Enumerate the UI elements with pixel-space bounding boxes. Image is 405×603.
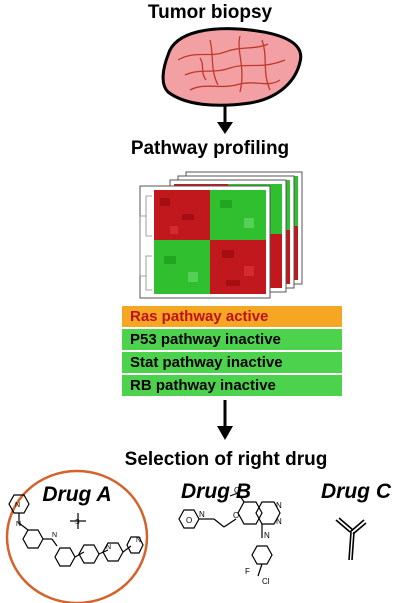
svg-text:N: N [106, 544, 111, 551]
step-title-profiling: Pathway profiling [130, 138, 290, 159]
drug-b-structure-icon [178, 492, 281, 577]
svg-text:O: O [186, 516, 192, 525]
step-title-selection: Selection of right drug [124, 449, 328, 470]
pathway-row: Ras pathway active [122, 306, 342, 329]
arrow-down-icon [217, 104, 233, 134]
svg-text:O: O [234, 486, 240, 495]
drug-c-label: Drug C [321, 480, 391, 503]
svg-text:S: S [75, 519, 80, 526]
pathway-row: RB pathway inactive [122, 375, 342, 398]
pathway-row: P53 pathway inactive [122, 329, 342, 352]
svg-text:N: N [264, 531, 270, 540]
svg-text:N: N [199, 510, 205, 519]
svg-text:N: N [16, 521, 21, 528]
svg-text:F: F [245, 567, 250, 576]
svg-text:Cl: Cl [262, 577, 270, 586]
pathway-status-table: Ras pathway active P53 pathway inactive … [120, 304, 344, 400]
heatmap-stack [139, 171, 303, 299]
svg-text:N: N [52, 532, 57, 539]
drug-b-atom-labels: O N O O N N N F Cl [186, 486, 282, 586]
svg-text:N: N [276, 501, 282, 510]
drug-b-label: Drug B [181, 480, 251, 503]
pathway-row: Stat pathway inactive [122, 352, 342, 375]
arrow-down-icon [217, 400, 233, 440]
step-title-biopsy: Tumor biopsy [147, 2, 273, 23]
svg-text:N: N [136, 537, 141, 544]
svg-text:N: N [276, 517, 282, 526]
drug-a-label: Drug A [42, 483, 112, 506]
tumor-tissue-icon [161, 27, 303, 107]
heatmap-front [139, 185, 271, 299]
svg-text:N: N [15, 502, 20, 509]
selection-circle [5, 469, 149, 603]
drug-a-structure-icon [8, 494, 144, 567]
svg-text:O: O [233, 511, 239, 520]
drug-c-structure-icon [335, 517, 367, 561]
drug-a-atom-labels: N N S N N N [15, 502, 141, 551]
